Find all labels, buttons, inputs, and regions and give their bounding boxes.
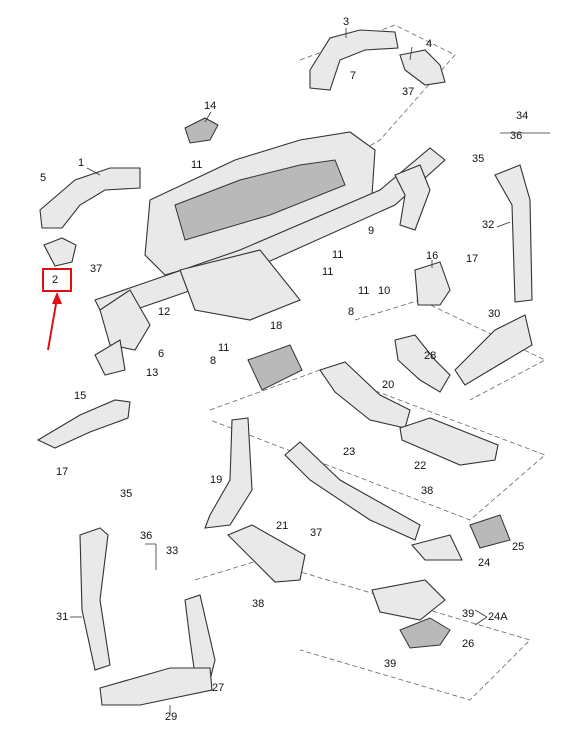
duct-19[interactable] [204,417,253,529]
callout-14: 14 [204,100,217,112]
callout-37: 37 [402,86,415,98]
callout-28: 28 [424,350,437,362]
callout-36: 36 [510,130,523,142]
duct-32[interactable] [494,164,533,303]
callout-17-b: 17 [56,466,69,478]
callout-15: 15 [74,390,87,402]
callout-21: 21 [276,520,289,532]
callout-11-c: 11 [322,266,334,278]
duct-20[interactable] [319,361,411,429]
part-25[interactable] [469,514,511,549]
callout-1: 1 [78,157,85,169]
highlight-box-part-2 [42,268,72,292]
callout-2: 2 [52,274,59,286]
callout-23: 23 [343,446,356,458]
callout-32: 32 [482,219,495,231]
callout-5: 5 [40,172,47,184]
part-16[interactable] [414,261,451,306]
callout-33: 33 [166,545,179,557]
callout-29: 29 [165,711,178,723]
part-4[interactable] [399,49,446,86]
part-18[interactable] [247,344,303,391]
callout-12: 12 [158,306,171,318]
duct-30[interactable] [454,314,533,386]
callout-39-a: 39 [462,608,475,620]
callout-11-e: 11 [218,342,230,354]
callout-19: 19 [210,474,223,486]
callout-8-b: 8 [210,355,217,367]
callout-10: 10 [378,285,391,297]
part-14[interactable] [184,117,219,144]
callout-3: 3 [343,16,350,28]
part-2[interactable] [43,237,77,267]
callout-20: 20 [382,379,395,391]
cross-car-beam[interactable] [94,131,446,376]
duct-15[interactable] [36,399,131,449]
part-26[interactable] [399,617,451,649]
callout-35: 35 [472,153,485,165]
callout-39-b: 39 [384,658,397,670]
callout-27: 27 [212,682,225,694]
callout-24a: 24A [488,611,508,623]
callout-13: 13 [146,367,159,379]
duct-27[interactable] [184,594,216,681]
callout-24: 24 [478,557,491,569]
duct-29[interactable] [99,667,213,706]
callout-7: 7 [350,70,357,82]
duct-3[interactable] [309,29,399,91]
part-24a[interactable] [371,579,446,621]
callout-11-a: 11 [191,159,203,171]
leader-lines [70,28,550,715]
callout-31: 31 [56,611,69,623]
duct-23[interactable] [284,441,421,541]
callout-4: 4 [426,38,433,50]
highlight-arrow [47,292,62,351]
callout-37-b: 37 [90,263,103,275]
callout-37-c: 37 [310,527,323,539]
callout-26: 26 [462,638,475,650]
callout-38-a: 38 [421,485,434,497]
callout-18: 18 [270,320,283,332]
callout-25: 25 [512,541,525,553]
duct-21[interactable] [227,524,306,583]
duct-28[interactable] [394,334,451,393]
duct-31[interactable] [79,527,111,671]
part-24[interactable] [411,534,463,561]
callout-11-d: 11 [358,285,370,297]
callout-30: 30 [488,308,501,320]
duct-22[interactable] [399,417,499,466]
callout-38-b: 38 [252,598,265,610]
callout-36-b: 36 [140,530,153,542]
callout-8-a: 8 [348,306,355,318]
duct-1[interactable] [39,167,141,229]
callout-6: 6 [158,348,165,360]
callout-22: 22 [414,460,427,472]
callout-16: 16 [426,250,439,262]
callout-35-b: 35 [120,488,133,500]
callout-17-a: 17 [466,253,479,265]
callout-9: 9 [368,225,375,237]
callout-11-b: 11 [332,249,344,261]
callout-34: 34 [516,110,529,122]
